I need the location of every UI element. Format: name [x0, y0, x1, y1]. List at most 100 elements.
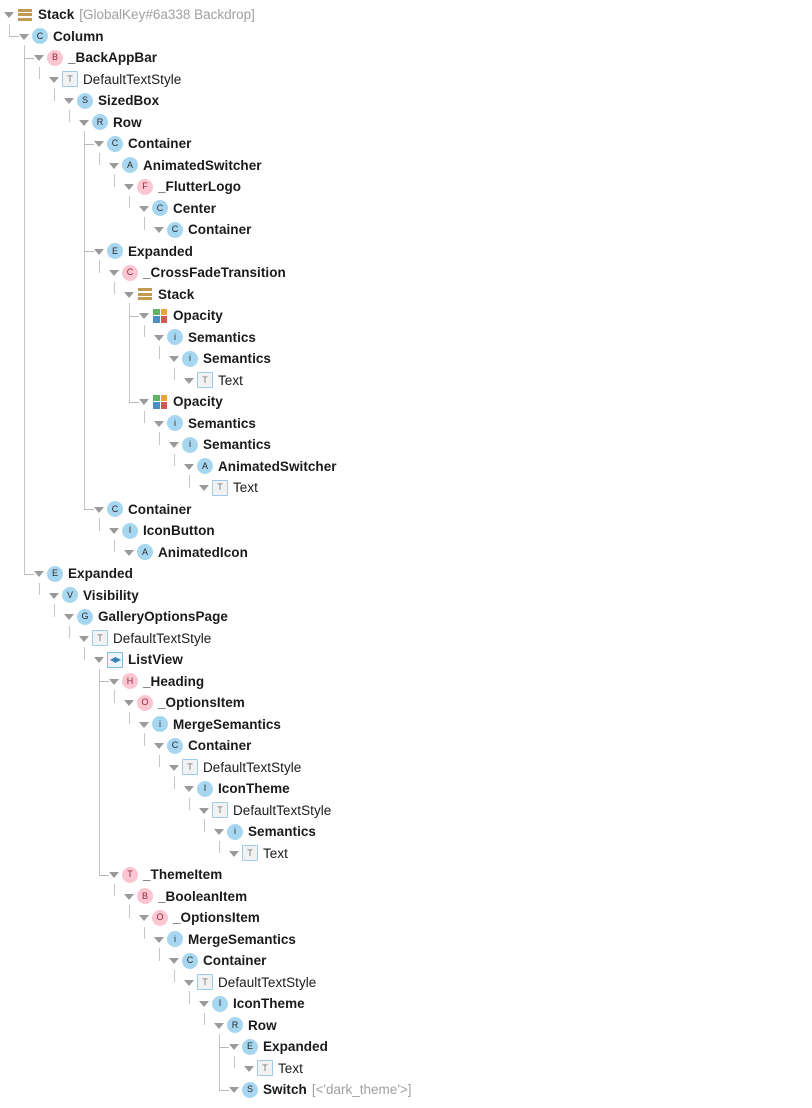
expand-collapse-triangle-icon[interactable]	[94, 654, 105, 665]
expand-collapse-triangle-icon[interactable]	[229, 848, 240, 859]
expand-collapse-triangle-icon[interactable]	[154, 224, 165, 235]
expand-collapse-triangle-icon[interactable]	[34, 568, 45, 579]
expand-collapse-triangle-icon[interactable]	[184, 783, 195, 794]
tree-node-row[interactable]: C_CrossFadeTransition	[0, 262, 812, 284]
expand-collapse-triangle-icon[interactable]	[169, 762, 180, 773]
tree-node-row[interactable]: H_Heading	[0, 671, 812, 693]
expand-collapse-triangle-icon[interactable]	[184, 461, 195, 472]
expand-collapse-triangle-icon[interactable]	[124, 289, 135, 300]
expand-collapse-triangle-icon[interactable]	[94, 138, 105, 149]
expand-collapse-triangle-icon[interactable]	[139, 719, 150, 730]
expand-collapse-triangle-icon[interactable]	[94, 246, 105, 257]
tree-node-row[interactable]: O_OptionsItem	[0, 907, 812, 929]
expand-collapse-triangle-icon[interactable]	[169, 353, 180, 364]
expand-collapse-triangle-icon[interactable]	[19, 31, 30, 42]
expand-collapse-triangle-icon[interactable]	[154, 934, 165, 945]
tree-node-row[interactable]: B_BooleanItem	[0, 886, 812, 908]
expand-collapse-triangle-icon[interactable]	[229, 1084, 240, 1095]
expand-collapse-triangle-icon[interactable]	[139, 203, 150, 214]
expand-collapse-triangle-icon[interactable]	[139, 396, 150, 407]
expand-collapse-triangle-icon[interactable]	[169, 439, 180, 450]
expand-collapse-triangle-icon[interactable]	[184, 375, 195, 386]
expand-collapse-triangle-icon[interactable]	[139, 310, 150, 321]
expand-collapse-triangle-icon[interactable]	[49, 74, 60, 85]
expand-collapse-triangle-icon[interactable]	[124, 697, 135, 708]
tree-node-row[interactable]: Stack[GlobalKey#6a338 Backdrop]	[0, 4, 812, 26]
expand-collapse-triangle-icon[interactable]	[184, 977, 195, 988]
expand-collapse-triangle-icon[interactable]	[154, 740, 165, 751]
expand-collapse-triangle-icon[interactable]	[4, 9, 15, 20]
expand-collapse-triangle-icon[interactable]	[109, 676, 120, 687]
expand-collapse-triangle-icon[interactable]	[109, 267, 120, 278]
expand-collapse-triangle-icon[interactable]	[94, 504, 105, 515]
expand-collapse-triangle-icon[interactable]	[64, 611, 75, 622]
expand-collapse-triangle-icon[interactable]	[214, 1020, 225, 1031]
expand-collapse-triangle-icon[interactable]	[109, 160, 120, 171]
expand-collapse-triangle-icon[interactable]	[124, 547, 135, 558]
expand-collapse-triangle-icon[interactable]	[124, 891, 135, 902]
expand-collapse-triangle-icon[interactable]	[169, 955, 180, 966]
tree-node-row[interactable]: F_FlutterLogo	[0, 176, 812, 198]
expand-collapse-triangle-icon[interactable]	[49, 590, 60, 601]
expand-collapse-triangle-icon[interactable]	[199, 482, 210, 493]
expand-collapse-triangle-icon[interactable]	[109, 525, 120, 536]
tree-node-row[interactable]: B_BackAppBar	[0, 47, 812, 69]
tree-node-row[interactable]: O_OptionsItem	[0, 692, 812, 714]
tree-node-row[interactable]: ◀▶ListView	[0, 649, 812, 671]
expand-collapse-triangle-icon[interactable]	[199, 998, 210, 1009]
expand-collapse-triangle-icon[interactable]	[154, 418, 165, 429]
expand-collapse-triangle-icon[interactable]	[64, 95, 75, 106]
expand-collapse-triangle-icon[interactable]	[214, 826, 225, 837]
tree-node-row[interactable]: Opacity	[0, 391, 812, 413]
tree-node-row[interactable]: Opacity	[0, 305, 812, 327]
tree-node-row[interactable]: Stack	[0, 284, 812, 306]
expand-collapse-triangle-icon[interactable]	[244, 1063, 255, 1074]
expand-collapse-triangle-icon[interactable]	[139, 912, 150, 923]
expand-collapse-triangle-icon[interactable]	[154, 332, 165, 343]
expand-collapse-triangle-icon[interactable]	[79, 633, 90, 644]
expand-collapse-triangle-icon[interactable]	[124, 181, 135, 192]
expand-collapse-triangle-icon[interactable]	[229, 1041, 240, 1052]
expand-collapse-triangle-icon[interactable]	[109, 869, 120, 880]
expand-collapse-triangle-icon[interactable]	[199, 805, 210, 816]
expand-collapse-triangle-icon[interactable]	[79, 117, 90, 128]
